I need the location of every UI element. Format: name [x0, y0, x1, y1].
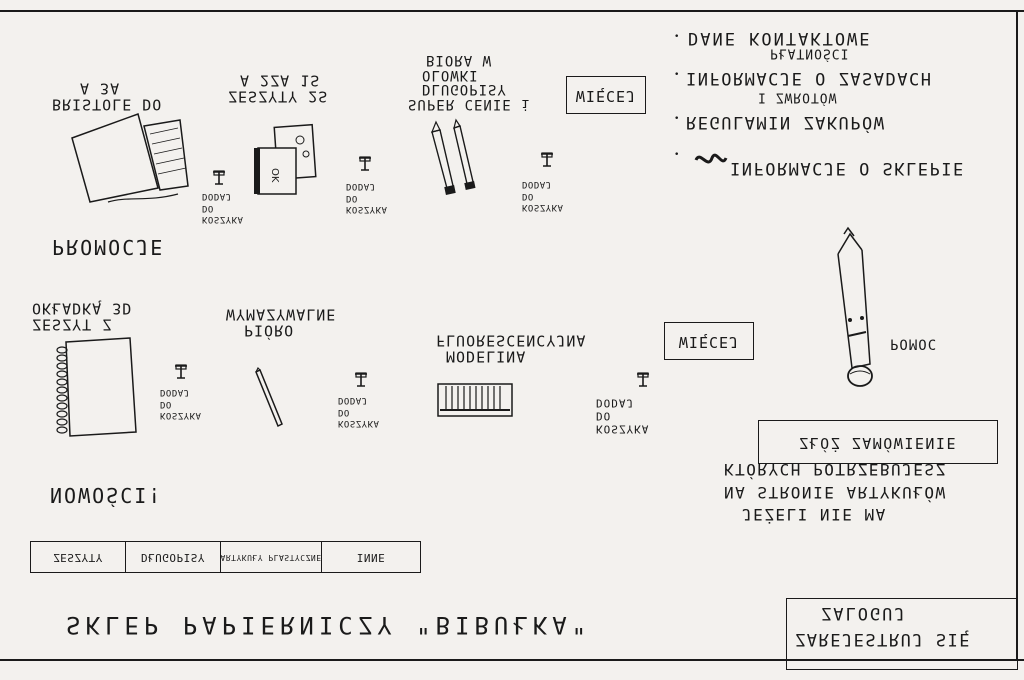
info-link-payments[interactable]: PŁATNOŚCI: [770, 45, 850, 61]
cart-icon: [637, 372, 649, 387]
tab-pens[interactable]: DŁUGOPISY: [125, 541, 220, 573]
info-link-contact[interactable]: DANE KONTAKTOWE: [688, 27, 872, 48]
info-link-about[interactable]: INFORMACJE O SKLEPIE: [730, 157, 965, 178]
promo-item-2-label: ZESZYTY 2S A 2ZA 1S: [228, 71, 329, 106]
bullet-icon: •: [674, 114, 680, 124]
tab-notebooks[interactable]: ZESZYTY: [30, 541, 125, 573]
new-products-title: NOWOŚCI!: [50, 483, 163, 507]
erasable-pen-icon: [255, 366, 283, 428]
tab-other[interactable]: INNE: [321, 541, 421, 573]
info-link-rules-returns[interactable]: INFORMACJE O ZASADACH: [686, 67, 933, 88]
help-widget[interactable]: POMOC: [830, 226, 980, 398]
pencil-mascot-icon: [837, 226, 873, 387]
tab-other-label: INNE: [356, 550, 386, 564]
tab-art-supplies[interactable]: ARTYKUŁY PLASTYCZNE: [220, 541, 321, 573]
frame-right: [1016, 10, 1018, 660]
promo-title: PROMOCJE: [52, 235, 165, 259]
info-link-terms[interactable]: REGULAMIN ZAKUPÓW: [686, 111, 886, 132]
scribble-icon: [694, 153, 728, 164]
shop-name-footer: SKLEP PAPIERNICZY "BIBUŁKA": [66, 611, 592, 640]
modeling-clay-box-icon: [437, 383, 513, 417]
notebooks-icon: OK: [254, 123, 317, 195]
place-order-button[interactable]: ZŁÓŻ ZAMÓWIENIE: [758, 420, 998, 464]
svg-text:OK: OK: [269, 168, 280, 183]
category-tabs: ZESZYTY DŁUGOPISY ARTYKUŁY PLASTYCZNE IN…: [30, 541, 421, 573]
auth-box: ZALOGUJ ZAREJESTRUJ SIĘ: [786, 598, 1018, 670]
tab-art-supplies-label: ARTYKUŁY PLASTYCZNE: [220, 552, 321, 562]
new-item-1-label: ZESZYT Z OKŁADKĄ 3D: [32, 299, 133, 334]
cart-icon: [213, 170, 225, 185]
promo-more-label: WIĘCEJ: [575, 86, 637, 105]
bullet-icon: •: [674, 32, 680, 42]
tab-pens-label: DŁUGOPISY: [140, 550, 206, 564]
cart-icon: [355, 372, 367, 387]
new-products-more-label: WIĘCEJ: [678, 332, 740, 351]
bristol-paper-icon: [71, 113, 189, 203]
help-label: POMOC: [890, 335, 938, 352]
login-link[interactable]: ZALOGUJ: [821, 602, 907, 623]
cart-icon: [359, 156, 371, 171]
cart-icon: [175, 364, 187, 379]
promo-item-1-label: BRISTOLE DO A 3A: [52, 79, 163, 114]
register-link[interactable]: ZAREJESTRUJ SIĘ: [795, 628, 972, 649]
place-order-label: ZŁÓŻ ZAMÓWIENIE: [799, 433, 957, 452]
info-links: • DANE KONTAKTOWE PŁATNOŚCI • INFORMACJE…: [674, 26, 1014, 196]
bullet-icon: •: [674, 70, 680, 80]
bullet-icon: •: [674, 150, 680, 160]
frame-top: [0, 10, 1024, 12]
new-item-2-label: PIÓRO WYMAZYWALNE: [226, 305, 337, 340]
cart-icon: [541, 152, 553, 167]
new-item-3-label: MODELINA FLUORESCENCYJNA: [436, 331, 587, 366]
promo-more-button[interactable]: WIĘCEJ: [566, 76, 646, 114]
spiral-notebook-icon: [56, 337, 137, 437]
tab-notebooks-label: ZESZYTY: [53, 550, 103, 564]
pens-pencils-icon: [431, 118, 476, 195]
promo-item-3-label: SUPER CENIE i DLUGOPISY OLOWKI BIORA W: [408, 51, 531, 112]
info-link-returns[interactable]: I ZWROTÓW: [758, 89, 838, 105]
new-products-more-button[interactable]: WIĘCEJ: [664, 322, 754, 360]
frame-bottom: [0, 659, 1024, 661]
suggestion-text: JEŻELI NIE MA NA STRONIE ARTYKUŁÓW KTÓRY…: [724, 460, 947, 525]
